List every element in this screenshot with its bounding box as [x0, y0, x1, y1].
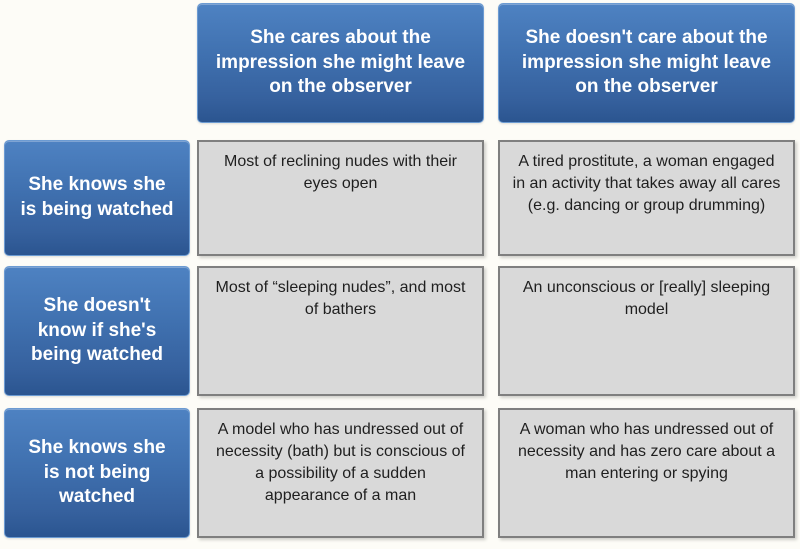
- column-header-cares-about-impression: She cares about the impression she might…: [197, 3, 484, 123]
- column-header-label: She doesn't care about the impression sh…: [521, 26, 772, 98]
- cell-text: A tired prostitute, a woman engaged in a…: [512, 153, 781, 215]
- row-header-label: She knows she is not being watched: [28, 436, 166, 508]
- cell-text: A woman who has undressed out of necessi…: [517, 421, 776, 483]
- row-header-label: She doesn't know if she's being watched: [31, 294, 163, 366]
- column-header-doesnt-care-about-impression: She doesn't care about the impression sh…: [498, 3, 795, 123]
- cell-text: A model who has undressed out of necessi…: [215, 421, 465, 505]
- row-header-knows-not-watched: She knows she is not being watched: [4, 408, 190, 538]
- cell-text: An unconscious or [really] sleeping mode…: [522, 279, 771, 319]
- cell-knows-watched-cares: Most of reclining nudes with their eyes …: [197, 140, 484, 256]
- cell-doesnt-know-doesnt-care: An unconscious or [really] sleeping mode…: [498, 266, 795, 396]
- row-header-knows-being-watched: She knows she is being watched: [4, 140, 190, 256]
- cell-text: Most of “sleeping nudes”, and most of ba…: [215, 279, 466, 319]
- column-header-label: She cares about the impression she might…: [215, 26, 466, 98]
- cell-knows-not-watched-doesnt-care: A woman who has undressed out of necessi…: [498, 408, 795, 538]
- row-header-doesnt-know-if-watched: She doesn't know if she's being watched: [4, 266, 190, 396]
- cell-doesnt-know-cares: Most of “sleeping nudes”, and most of ba…: [197, 266, 484, 396]
- cell-knows-watched-doesnt-care: A tired prostitute, a woman engaged in a…: [498, 140, 795, 256]
- row-header-label: She knows she is being watched: [20, 174, 174, 220]
- cell-knows-not-watched-cares: A model who has undressed out of necessi…: [197, 408, 484, 538]
- cell-text: Most of reclining nudes with their eyes …: [224, 153, 457, 193]
